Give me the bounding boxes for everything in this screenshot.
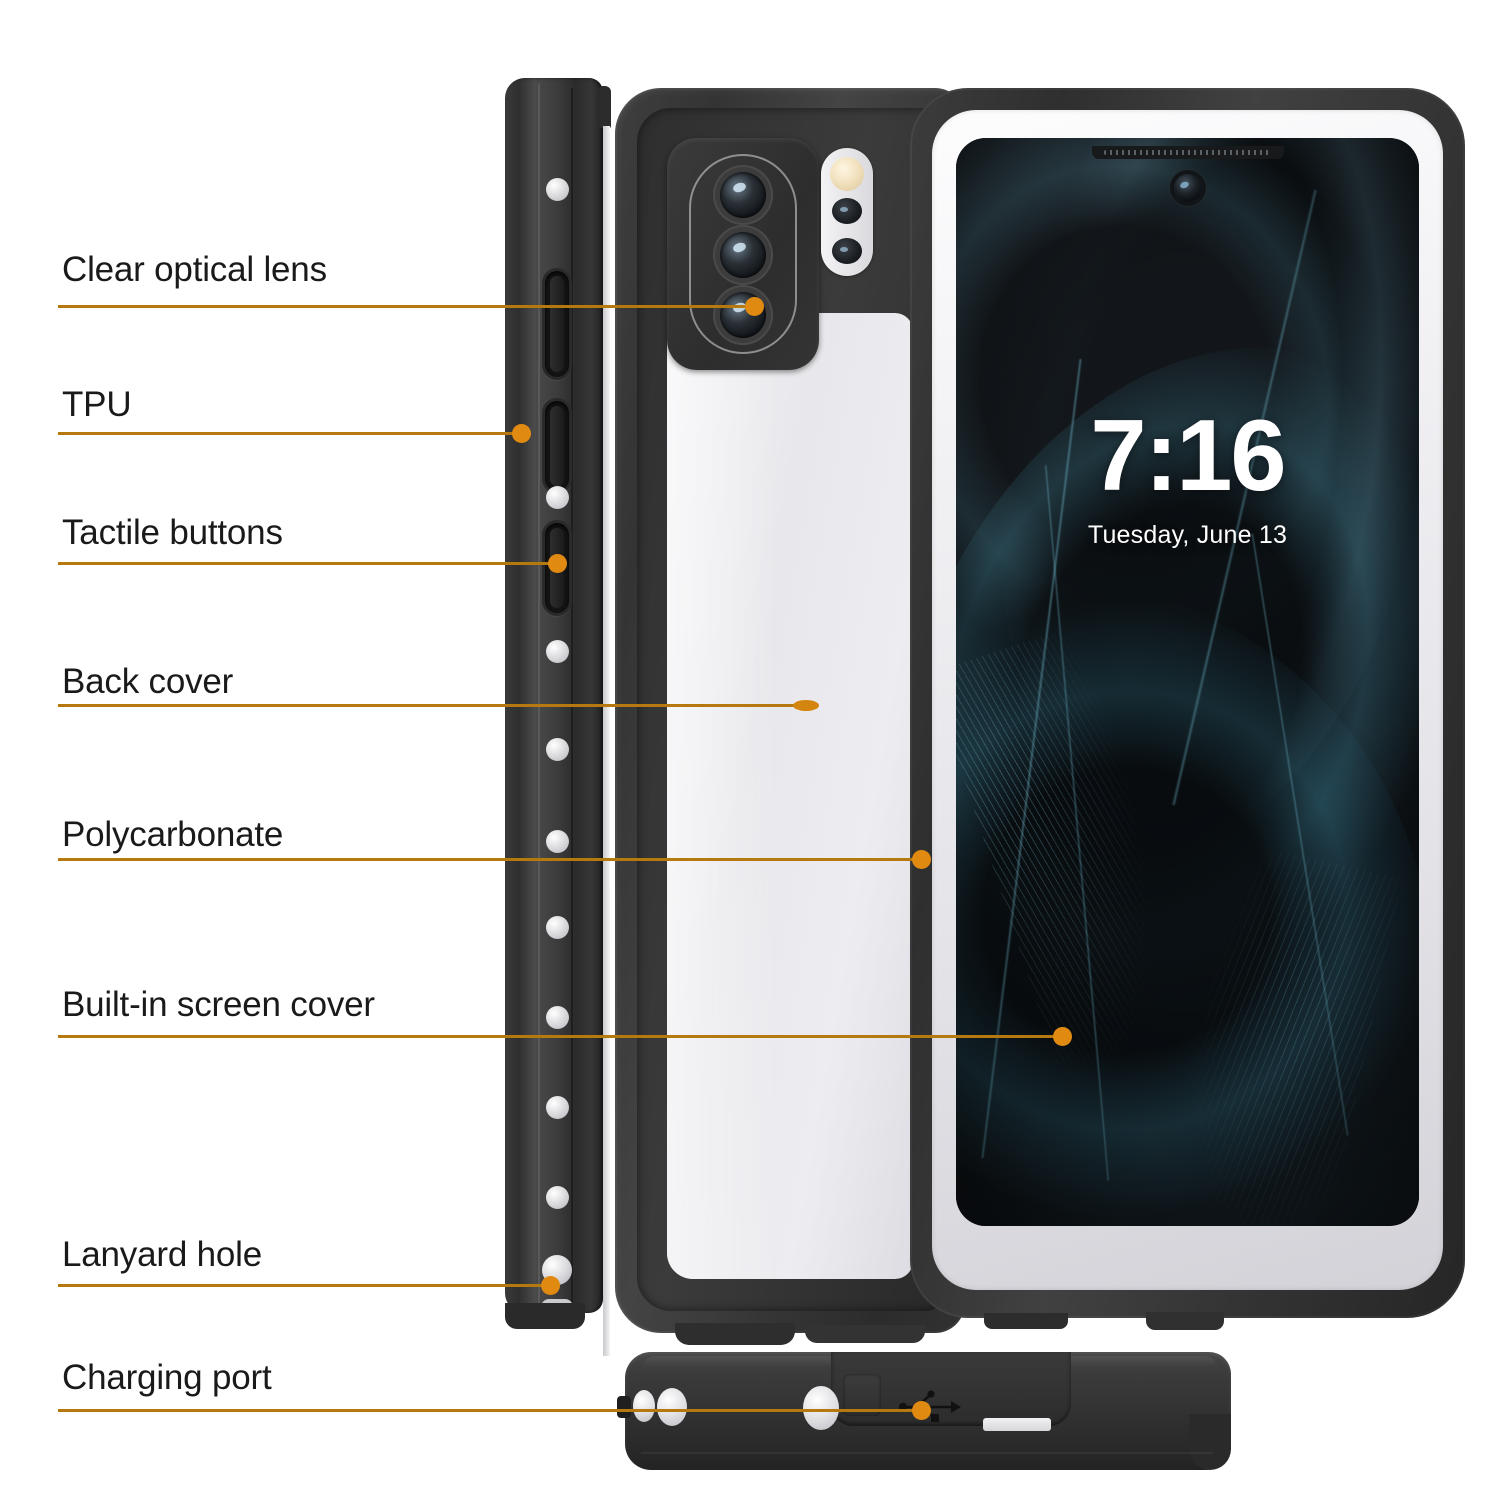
callout-line-charging-port	[58, 1409, 922, 1412]
callout-label-clear-optical-lens: Clear optical lens	[62, 250, 327, 289]
lock-screen-clock: 7:16 Tuesday, June 13	[956, 406, 1419, 550]
case-clear-sheen	[667, 313, 777, 1279]
bottom-speaker-hole	[657, 1388, 687, 1426]
usb-icon-node	[931, 1414, 939, 1422]
callout-label-polycarbonate: Polycarbonate	[62, 815, 284, 854]
callout-line-tactile-buttons	[58, 562, 553, 565]
callout-line-clear-optical-lens	[58, 305, 760, 308]
usb-icon-node	[927, 1390, 935, 1398]
callout-label-charging-port: Charging port	[62, 1358, 272, 1397]
camera-island	[667, 138, 819, 370]
callout-label-back-cover: Back cover	[62, 662, 234, 701]
bottom-left-nub	[617, 1396, 631, 1418]
bottom-speaker-hole	[633, 1390, 655, 1422]
side-button-slot[interactable]	[542, 398, 572, 494]
callout-label-lanyard-hole: Lanyard hole	[62, 1235, 262, 1274]
callout-dot-tactile-buttons	[548, 554, 567, 573]
flash-icon	[830, 157, 864, 191]
bottom-mic-hole	[803, 1386, 839, 1430]
callout-line-lanyard-hole	[58, 1284, 550, 1287]
side-screw-dot	[546, 738, 569, 761]
callout-dot-charging-port	[912, 1401, 931, 1420]
side-button-inner	[550, 406, 564, 486]
side-screw-dot	[546, 178, 569, 201]
front-foot	[1146, 1312, 1224, 1330]
callout-line-back-cover	[58, 704, 806, 707]
front-foot	[984, 1313, 1068, 1329]
sensor-icon	[832, 198, 862, 224]
front-phone-view: 7:16 Tuesday, June 13	[910, 88, 1465, 1330]
front-camera-icon	[1173, 174, 1202, 202]
callout-dot-built-in-screen-cover	[1053, 1027, 1072, 1046]
earpiece-grille	[1103, 150, 1272, 155]
side-ridge-shadow	[571, 88, 573, 1303]
back-case-view	[615, 88, 971, 1345]
sensor-icon	[832, 238, 862, 264]
wallpaper-vignette	[956, 138, 1419, 1226]
callout-dot-tpu	[512, 424, 531, 443]
side-top-lip	[599, 86, 611, 128]
case-bottom-tab	[675, 1323, 795, 1345]
sensor-gleam	[839, 246, 848, 252]
side-case-body	[505, 78, 603, 1313]
side-profile-view	[505, 78, 611, 1356]
camera-lens-icon	[720, 172, 766, 218]
lens-strip-outline	[689, 154, 797, 354]
callout-line-built-in-screen-cover	[58, 1035, 1062, 1038]
lens-gleam	[731, 241, 747, 254]
bottom-view	[617, 1352, 1231, 1470]
front-camera-gleam	[1179, 180, 1190, 190]
phone-screen[interactable]: 7:16 Tuesday, June 13	[956, 138, 1419, 1226]
bottom-port-slider[interactable]	[983, 1418, 1051, 1431]
callout-label-tactile-buttons: Tactile buttons	[62, 513, 283, 552]
camera-lens-icon	[720, 232, 766, 278]
clock-time: 7:16	[1090, 400, 1286, 512]
side-screw-dot	[546, 486, 569, 509]
side-screw-dot	[546, 1006, 569, 1029]
earpiece-speaker-icon	[1091, 146, 1284, 159]
callout-dot-polycarbonate	[912, 850, 931, 869]
side-foot	[505, 1303, 585, 1329]
callout-label-tpu: TPU	[62, 385, 132, 424]
callout-line-tpu	[58, 432, 520, 435]
case-bottom-tab	[805, 1325, 925, 1343]
usb-icon-arrow	[951, 1401, 961, 1413]
side-screw-dot	[546, 830, 569, 853]
side-screw-dot	[546, 1186, 569, 1209]
side-white-edge	[603, 126, 610, 1356]
clock-date: Tuesday, June 13	[1087, 521, 1288, 549]
side-button-inner	[550, 276, 564, 372]
side-ridge-highlight	[538, 84, 540, 1306]
side-screw-dot	[546, 1096, 569, 1119]
side-screw-dot	[546, 640, 569, 663]
callout-line-polycarbonate	[58, 858, 922, 861]
side-button-slot[interactable]	[542, 268, 572, 380]
side-screw-dot	[546, 916, 569, 939]
bottom-base-line	[641, 1452, 1213, 1454]
sensor-gleam	[839, 206, 848, 212]
callout-dot-lanyard-hole	[541, 1276, 560, 1295]
callout-label-built-in-screen-cover: Built-in screen cover	[62, 985, 375, 1024]
usb-icon	[898, 1390, 961, 1422]
callout-dot-back-cover	[793, 700, 819, 711]
sensor-strip	[821, 148, 873, 276]
bottom-right-step	[1189, 1414, 1231, 1470]
lens-gleam	[731, 181, 747, 194]
callout-dot-clear-optical-lens	[745, 297, 764, 316]
